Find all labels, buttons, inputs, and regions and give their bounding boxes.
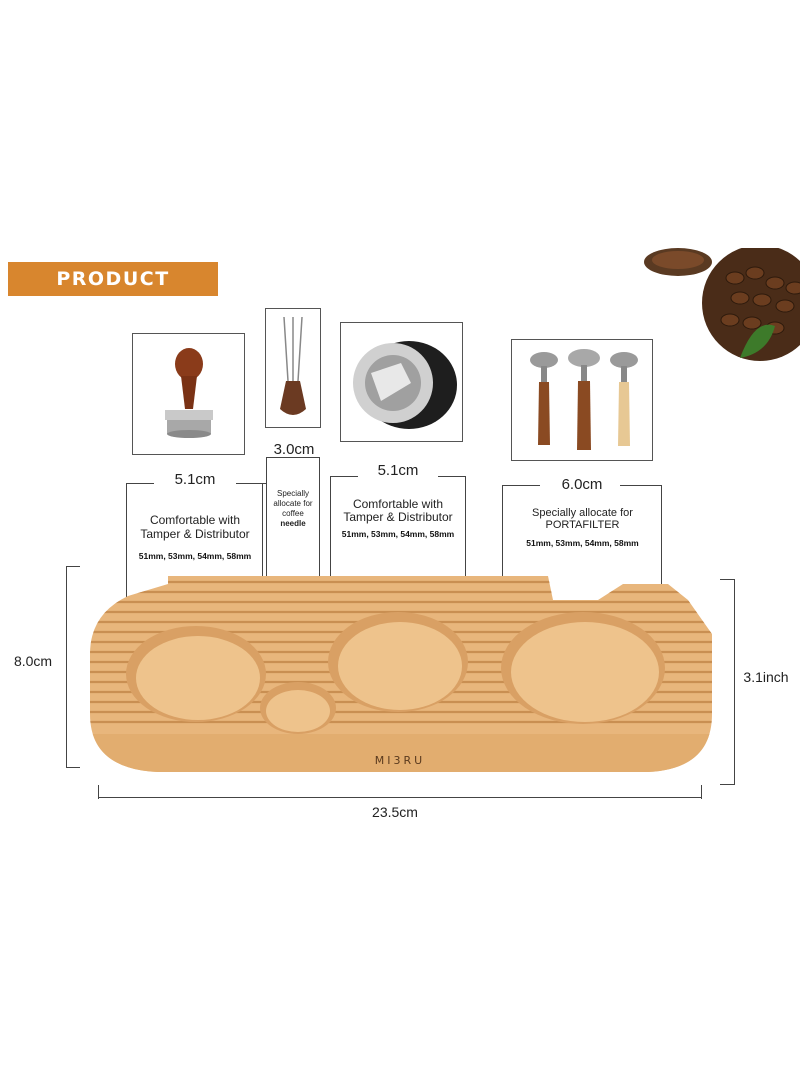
slot1-sizes: 51mm, 53mm, 54mm, 58mm: [138, 551, 252, 561]
length-label: 23.5cm: [372, 804, 418, 820]
height-left-cap-top: [66, 566, 80, 567]
wooden-tray: MI3RU: [90, 576, 712, 772]
slot3-bracket-left: [330, 476, 358, 477]
slot4-desc-line1: Specially allocate for: [532, 507, 633, 519]
slot2-desc-line1: Specially: [276, 489, 309, 498]
coffee-beans-icon: [644, 248, 800, 361]
slot1-desc-line2: Tamper & Distributor: [140, 527, 250, 541]
height-left-cap-bottom: [66, 767, 80, 768]
slot1-desc-line1: Comfortable with: [149, 513, 241, 527]
slot4-bracket-left: [502, 485, 540, 486]
slot1-bracket-left: [126, 483, 154, 484]
slot3-desc-line1: Comfortable with: [352, 497, 444, 511]
slot4-desc-line2: PORTAFILTER: [545, 519, 620, 531]
height-right-line: [734, 579, 735, 785]
brand-engraving: MI3RU: [375, 754, 425, 767]
length-cap-right: [701, 785, 702, 799]
length-line: [98, 797, 702, 798]
slot2-desc-line2: allocate for: [273, 499, 313, 508]
distributor-icon: [353, 341, 457, 429]
slot3-sizes: 51mm, 53mm, 54mm, 58mm: [341, 529, 455, 539]
slot4-width-label: 6.0cm: [561, 476, 603, 493]
slot1-guide-left: [126, 483, 127, 643]
portafilter-icon: [530, 349, 638, 450]
slot4-guide-right: [661, 485, 662, 670]
slot2-width-label: 3.0cm: [273, 441, 315, 458]
needle-distributor-icon: [280, 316, 306, 415]
tamper-icon: [165, 348, 213, 438]
portafilter-thumbnail: [511, 339, 653, 461]
slot2-bracket: [266, 457, 320, 458]
slot1-width-label: 5.1cm: [174, 471, 216, 488]
slot3-guide-right: [465, 476, 466, 656]
slot3-bracket-right: [438, 476, 466, 477]
distributor-thumbnail: [340, 322, 463, 442]
slot2-desc-line3: coffee: [282, 509, 304, 518]
height-right-label: 3.1inch: [743, 669, 789, 685]
height-right-cap-bottom: [720, 784, 734, 785]
length-cap-left: [98, 785, 99, 799]
slot3-guide-left: [330, 476, 331, 656]
slot3-desc-line2: Tamper & Distributor: [343, 510, 453, 524]
slot3-width-label: 5.1cm: [377, 462, 419, 479]
slot1-guide-right: [262, 483, 263, 643]
product-dimension-banner: PRODUCT DIMENSION: [8, 262, 218, 324]
slot4-sizes: 51mm, 53mm, 54mm, 58mm: [526, 538, 639, 548]
height-left-line: [66, 566, 67, 768]
needle-distributor-thumbnail: [265, 308, 321, 428]
height-right-cap-top: [720, 579, 734, 580]
slot4-bracket-right: [620, 485, 662, 486]
slot1-bracket-right: [236, 483, 266, 484]
slot2-desc-line4: needle: [280, 519, 306, 528]
height-left-label: 8.0cm: [13, 653, 53, 669]
slot4-guide-left: [502, 485, 503, 660]
tamper-thumbnail: [132, 333, 245, 455]
